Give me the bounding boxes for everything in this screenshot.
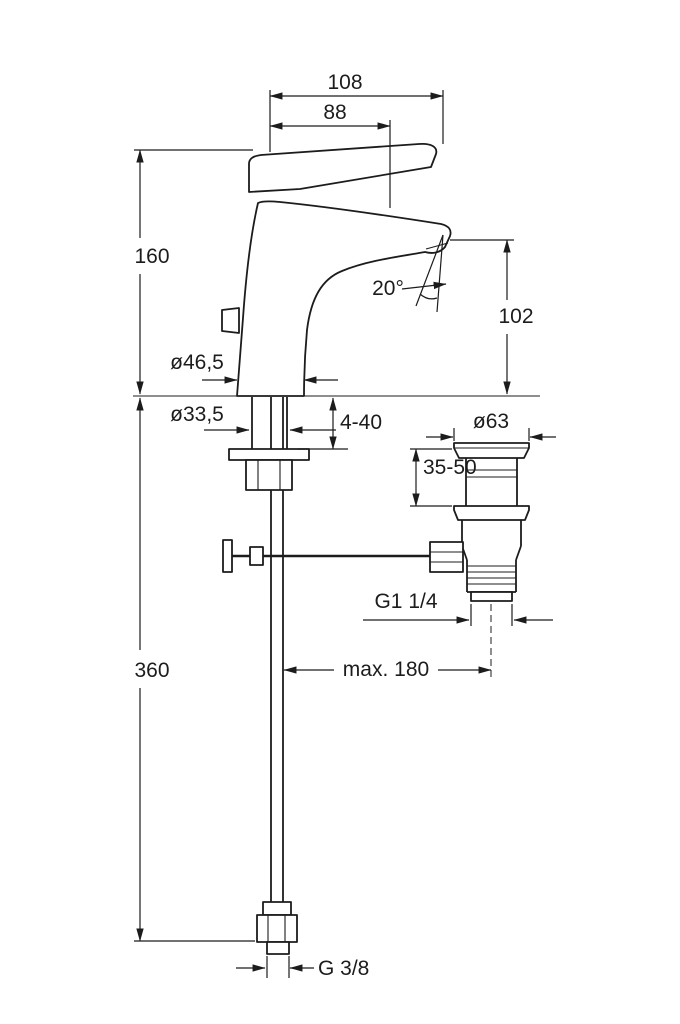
waste-flange xyxy=(453,505,530,521)
dim-label-hole-diameter: ø33,5 xyxy=(170,403,224,426)
dim-label-hose-length: 360 xyxy=(134,659,169,682)
aerator-line xyxy=(425,242,449,250)
dim-label-hose-thread: G 3/8 xyxy=(318,957,369,980)
dim-label-deck-thickness: 4-40 xyxy=(340,411,382,434)
faucet-body xyxy=(221,142,452,397)
dim-label-outlet-height: 102 xyxy=(498,305,533,328)
hose-end-fitting xyxy=(256,901,298,955)
drain-assembly xyxy=(429,442,530,678)
dim-label-base-diameter: ø46,5 xyxy=(170,351,224,374)
dim-label-waste-diameter: ø63 xyxy=(473,410,509,433)
dim-label-body-height: 160 xyxy=(134,245,169,268)
body-clip xyxy=(221,307,240,334)
rod-clamp xyxy=(249,546,264,566)
dim-label-waste-depth: 35-50 xyxy=(423,456,477,479)
dimension-labels: 108 88 160 20° 102 ø46,5 ø33,5 4-40 ø63 … xyxy=(134,71,533,980)
dim-label-waste-thread: G1 1/4 xyxy=(374,590,437,613)
mounting-nut xyxy=(245,459,293,491)
dim-label-spout-reach: 88 xyxy=(323,101,346,124)
rod-knob xyxy=(222,539,233,573)
dim-label-spout-angle: 20° xyxy=(372,277,404,300)
faucet-lever-handle xyxy=(248,142,438,193)
mounting-flange xyxy=(228,448,310,461)
pop-up-rod xyxy=(222,539,432,573)
ball-joint-nut xyxy=(429,541,464,573)
dim-label-max-distance: max. 180 xyxy=(343,658,429,681)
dim-label-top-width: 108 xyxy=(327,71,362,94)
dimension-lines xyxy=(134,90,556,978)
supply-hose-assembly xyxy=(228,397,310,955)
waste-tailpiece xyxy=(470,591,513,602)
